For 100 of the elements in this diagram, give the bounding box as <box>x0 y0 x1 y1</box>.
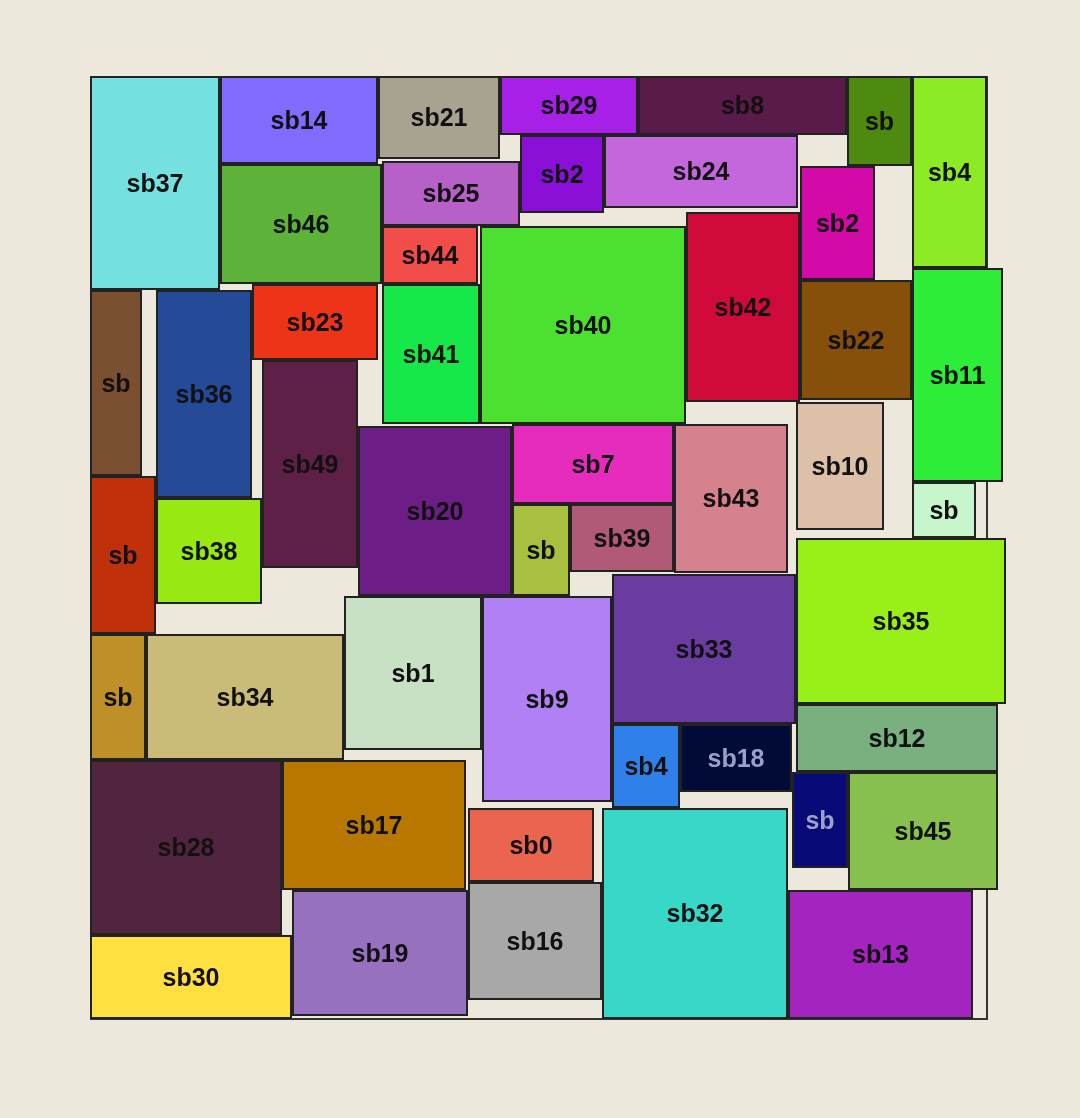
block-label: sb42 <box>714 294 772 320</box>
block-label: sb1 <box>391 660 435 686</box>
block-box <box>674 424 788 573</box>
block-label: sb39 <box>593 525 651 551</box>
block-box <box>90 935 292 1019</box>
block-label: sb49 <box>281 451 339 477</box>
block-box <box>156 290 252 498</box>
block-label: sb33 <box>675 636 733 662</box>
block-label: sb17 <box>345 812 403 838</box>
block-label: sb21 <box>410 105 468 130</box>
block-box <box>382 226 478 284</box>
block-box <box>344 596 482 750</box>
block-box <box>90 290 142 476</box>
block-box <box>612 724 680 808</box>
block-box <box>912 482 976 538</box>
block-box <box>292 890 468 1016</box>
block-label: sb23 <box>286 309 344 335</box>
block-label: sb4 <box>624 753 668 779</box>
block-label: sb20 <box>406 498 464 524</box>
block-box <box>358 426 512 596</box>
block-label: sb28 <box>157 835 215 860</box>
block-box <box>612 574 796 724</box>
block-label: sb12 <box>868 725 926 751</box>
block-label: sb37 <box>126 170 184 196</box>
block-box <box>512 504 570 596</box>
block-label: sb40 <box>554 312 612 338</box>
block-box <box>602 808 788 1019</box>
block-box <box>520 135 604 213</box>
block-label: sb38 <box>180 538 238 564</box>
block-label: sb43 <box>702 486 760 511</box>
block-box <box>912 268 1003 482</box>
block-box <box>282 760 466 890</box>
block-box <box>796 704 998 772</box>
block-label: sb29 <box>540 93 598 118</box>
block-label: sb4 <box>927 159 972 185</box>
block-box <box>848 772 998 890</box>
block-label: sb44 <box>401 242 459 268</box>
block-box <box>800 280 912 400</box>
block-label: sb2 <box>815 210 860 236</box>
block-box <box>468 882 602 1000</box>
block-label: sb9 <box>525 686 569 712</box>
block-box <box>604 135 798 208</box>
block-label: sb41 <box>402 341 460 367</box>
block-box <box>788 890 973 1019</box>
block-box <box>792 772 848 868</box>
block-box <box>252 284 378 360</box>
block-box <box>378 76 500 159</box>
block-label: sb <box>101 370 131 396</box>
block-label: sb <box>805 807 835 833</box>
block-label: sb46 <box>272 211 330 237</box>
block-box <box>220 164 382 284</box>
block-label: sb13 <box>852 942 909 967</box>
block-label: sb <box>103 684 133 710</box>
block-label: sb <box>108 542 138 568</box>
block-box <box>146 634 344 760</box>
block-box <box>482 596 612 802</box>
block-box <box>90 476 156 634</box>
block-label: sb11 <box>929 362 986 388</box>
block-box <box>156 498 262 604</box>
block-label: sb <box>526 537 556 563</box>
block-label: sb24 <box>672 159 730 184</box>
block-box <box>382 284 480 424</box>
block-box <box>512 424 674 504</box>
block-label: sb7 <box>571 451 615 477</box>
block-box <box>680 724 792 792</box>
block-label: sb2 <box>540 161 584 187</box>
block-box <box>382 161 520 226</box>
block-box <box>480 226 686 424</box>
block-label: sb30 <box>162 964 220 990</box>
block-box <box>847 76 912 166</box>
block-box <box>800 166 875 280</box>
block-box <box>468 808 594 882</box>
block-label: sb16 <box>506 928 564 954</box>
block-label: sb35 <box>872 608 930 634</box>
block-box <box>686 212 800 402</box>
block-label: sb <box>864 108 895 134</box>
block-label: sb32 <box>666 901 724 926</box>
block-box <box>570 504 674 572</box>
block-label: sb8 <box>720 93 765 118</box>
block-box <box>90 634 146 760</box>
block-box <box>500 76 638 135</box>
block-label: sb10 <box>811 453 869 479</box>
block-box <box>796 538 1006 704</box>
block-label: sb0 <box>509 832 553 858</box>
block-label: sb25 <box>422 181 480 206</box>
block-label: sb14 <box>270 107 328 133</box>
block-label: sb34 <box>216 684 274 710</box>
block-box <box>220 76 378 164</box>
block-label: sb18 <box>707 745 765 771</box>
block-box <box>912 76 987 268</box>
block-label: sb19 <box>351 940 409 966</box>
block-label: sb22 <box>827 327 885 353</box>
block-label: sb36 <box>175 381 233 407</box>
block-box <box>90 760 282 935</box>
block-label: sb45 <box>894 818 952 844</box>
block-box <box>638 76 847 135</box>
block-box <box>796 402 884 530</box>
block-box <box>90 76 220 290</box>
block-label: sb <box>929 497 959 523</box>
block-box <box>262 360 358 568</box>
